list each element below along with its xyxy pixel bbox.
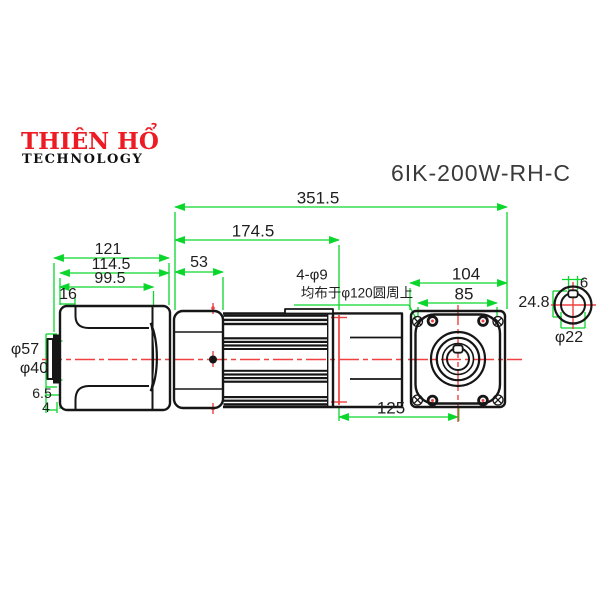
dim-key-width: 6: [579, 274, 589, 292]
side-view: [46, 304, 404, 412]
rear-shaft-boss: [46, 334, 60, 384]
dim-rear-width: 121: [94, 241, 122, 258]
dim-rear-step: 16: [59, 286, 77, 303]
rear-cover-block: [58, 304, 172, 412]
logo-brand: THIÊN HỔ: [21, 128, 159, 155]
keyway: [567, 289, 579, 299]
rear-housing: [172, 309, 225, 410]
dim-boss-length: 6.5: [32, 385, 52, 401]
hole-callout: 4-φ9: [296, 266, 328, 284]
dim-housing-length: 53: [190, 254, 208, 271]
flange-face-view: [409, 309, 507, 409]
gearbox: [331, 312, 404, 409]
hole-note: 均布于φ120圆周上: [300, 285, 414, 301]
mounting-holes: [426, 315, 489, 407]
output-bore: [429, 330, 487, 388]
dim-flange-width: 104: [451, 264, 481, 284]
nameplate-block: [284, 308, 334, 315]
dim-rear-width-mid: 114.5: [91, 256, 131, 273]
corner-screw: [411, 315, 504, 406]
dim-bore-diameter: φ22: [554, 329, 584, 346]
dim-rear-width-inner: 99.5: [94, 270, 126, 287]
logo-tagline: TECHNOLOGY: [22, 152, 144, 167]
cooling-fins: [223, 308, 334, 409]
dim-shaft-stub: 4: [42, 399, 50, 415]
dim-overall-length: 351.5: [296, 188, 340, 208]
dim-motor-length: 174.5: [231, 221, 275, 241]
dim-bore-depth: 24.8: [518, 294, 550, 311]
dim-boss-diameter: φ40: [19, 360, 49, 377]
shaft-section-detail: [553, 285, 593, 325]
model-number: 6IK-200W-RH-C: [391, 160, 571, 186]
dim-gearbox-length: 125: [376, 398, 406, 418]
keyway: [452, 344, 464, 354]
dim-fan-diameter: φ57: [10, 341, 40, 358]
dim-bolt-spacing: 85: [454, 284, 474, 304]
